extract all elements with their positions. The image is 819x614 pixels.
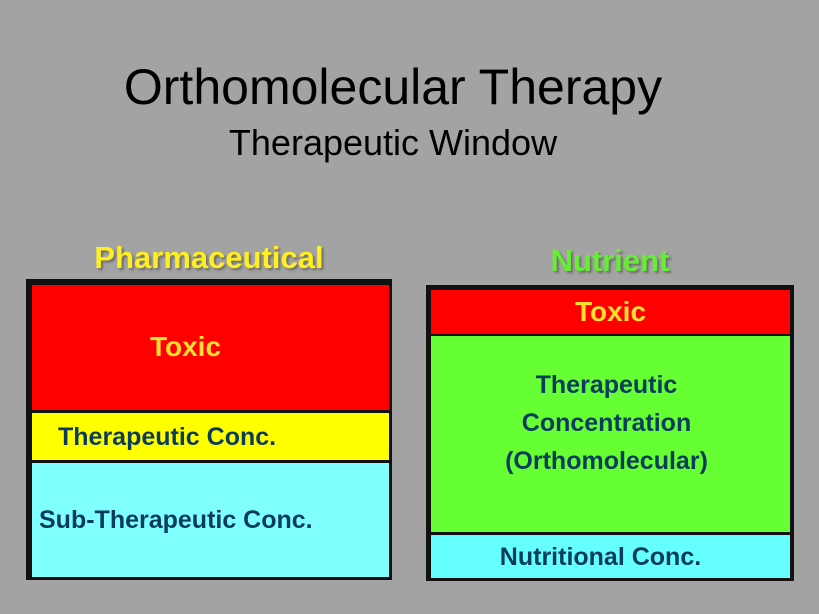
nutr-toxic-label: Toxic	[574, 296, 647, 327]
nutrient-heading: Nutrient	[550, 243, 670, 278]
nutrient-window: Toxic Therapeutic Concentration (Orthomo…	[426, 285, 794, 581]
pharm-subtherapeutic-label: Sub-Therapeutic Conc.	[39, 506, 313, 534]
nutr-toxic-band: Toxic	[431, 290, 790, 334]
pharm-toxic-band: Toxic	[32, 285, 389, 410]
pharmaceutical-heading: Pharmaceutical	[94, 240, 324, 275]
pharm-therapeutic-label: Therapeutic Conc.	[58, 422, 277, 451]
nutr-therapeutic-line: Therapeutic	[535, 371, 678, 399]
slide-title: Orthomolecular Therapy	[123, 59, 663, 115]
nutr-nutritional-band: Nutritional Conc.	[431, 535, 790, 578]
pharm-toxic-label: Toxic	[149, 331, 222, 362]
nutr-therapeutic-band: Therapeutic Concentration (Orthomolecula…	[431, 336, 790, 532]
nutr-nutritional-label: Nutritional Conc.	[499, 542, 702, 571]
slide-subtitle: Therapeutic Window	[228, 122, 558, 163]
nutr-therapeutic-line: Concentration	[521, 409, 692, 437]
pharmaceutical-window: Toxic Therapeutic Conc. Sub-Therapeutic …	[26, 279, 392, 580]
pharm-therapeutic-band: Therapeutic Conc.	[32, 413, 389, 460]
pharm-subtherapeutic-band: Sub-Therapeutic Conc.	[32, 463, 389, 577]
nutr-therapeutic-line: (Orthomolecular)	[505, 447, 708, 475]
